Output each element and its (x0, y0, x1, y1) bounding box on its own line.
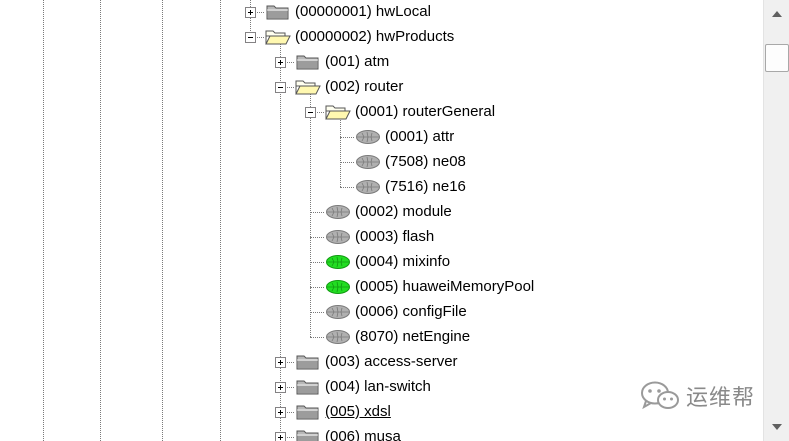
expand-button[interactable] (275, 382, 286, 393)
tree-connector-line (250, 37, 264, 38)
tree-node-label[interactable]: (001) atm (325, 53, 390, 70)
tree-node-label[interactable]: (0004) mixinfo (355, 253, 451, 270)
tree-connector-line (280, 387, 294, 388)
tree-node-label[interactable]: (006) musa (325, 428, 401, 441)
tree-connector-line (340, 162, 354, 163)
arrow-down-icon (772, 424, 782, 430)
tree-connector-line (310, 337, 324, 338)
tree-guide-line (162, 0, 163, 441)
tree-connector-line (280, 87, 294, 88)
tree-node-label[interactable]: (0002) module (355, 203, 452, 220)
expand-button[interactable] (275, 357, 286, 368)
tree-node-label[interactable]: (00000001) hwLocal (295, 3, 431, 20)
gray-leaf-icon (325, 304, 351, 325)
tree-connector-line (310, 262, 324, 263)
tree-connector-line (310, 112, 324, 113)
arrow-up-icon (772, 11, 782, 17)
tree-node-label[interactable]: (8070) netEngine (355, 328, 471, 345)
closed-folder-icon (295, 378, 321, 401)
gray-leaf-icon (355, 154, 381, 175)
collapse-button[interactable] (245, 32, 256, 43)
open-folder-icon (265, 28, 291, 51)
tree-connector-line (280, 37, 281, 441)
green-leaf-icon (325, 254, 351, 275)
expand-button[interactable] (245, 7, 256, 18)
tree-node-label[interactable]: (7508) ne08 (385, 153, 466, 170)
watermark-text: 运维帮 (686, 386, 756, 411)
tree-node-label[interactable]: (0001) routerGeneral (355, 103, 496, 120)
gray-leaf-icon (355, 179, 381, 200)
expand-button[interactable] (275, 432, 286, 441)
tree-connector-line (340, 137, 354, 138)
tree-view[interactable]: (00000001) hwLocal (00000002) hwProducts (… (0, 0, 763, 441)
expand-button[interactable] (275, 407, 286, 418)
tree-guide-line (100, 0, 101, 441)
tree-connector-line (250, 0, 251, 37)
closed-folder-icon (295, 403, 321, 426)
tree-connector-line (340, 187, 354, 188)
tree-node-label[interactable]: (0003) flash (355, 228, 435, 245)
vertical-scrollbar[interactable] (763, 0, 789, 441)
wechat-logo-icon (641, 381, 679, 410)
tree-node-label[interactable]: (005) xdsl (325, 403, 391, 420)
expand-button[interactable] (275, 57, 286, 68)
tree-node-label[interactable]: (004) lan-switch (325, 378, 431, 395)
scroll-up-button[interactable] (766, 0, 788, 28)
tree-node-label[interactable]: (00000002) hwProducts (295, 28, 455, 45)
gray-leaf-icon (355, 129, 381, 150)
tree-connector-line (310, 237, 324, 238)
tree-connector-line (250, 12, 264, 13)
scroll-thumb[interactable] (765, 44, 789, 72)
watermark: 运维帮 (640, 380, 755, 412)
green-leaf-icon (325, 279, 351, 300)
tree-node-label[interactable]: (0001) attr (385, 128, 455, 145)
tree-guide-line (220, 0, 221, 441)
tree-connector-line (310, 212, 324, 213)
collapse-button[interactable] (275, 82, 286, 93)
tree-node-label[interactable]: (002) router (325, 78, 404, 95)
closed-folder-icon (295, 353, 321, 376)
closed-folder-icon (265, 3, 291, 26)
tree-connector-line (280, 62, 294, 63)
gray-leaf-icon (325, 204, 351, 225)
collapse-button[interactable] (305, 107, 316, 118)
open-folder-icon (325, 103, 351, 126)
tree-connector-line (280, 437, 294, 438)
tree-connector-line (280, 362, 294, 363)
tree-connector-line (310, 287, 324, 288)
tree-node-label[interactable]: (0005) huaweiMemoryPool (355, 278, 535, 295)
tree-node-label[interactable]: (0006) configFile (355, 303, 467, 320)
closed-folder-icon (295, 53, 321, 76)
open-folder-icon (295, 78, 321, 101)
tree-node-label[interactable]: (7516) ne16 (385, 178, 466, 195)
tree-connector-line (280, 412, 294, 413)
gray-leaf-icon (325, 229, 351, 250)
scroll-down-button[interactable] (766, 413, 788, 441)
tree-connector-line (340, 112, 341, 187)
closed-folder-icon (295, 428, 321, 441)
tree-connector-line (310, 312, 324, 313)
tree-guide-line (43, 0, 44, 441)
gray-leaf-icon (325, 329, 351, 350)
tree-node-label[interactable]: (003) access-server (325, 353, 458, 370)
